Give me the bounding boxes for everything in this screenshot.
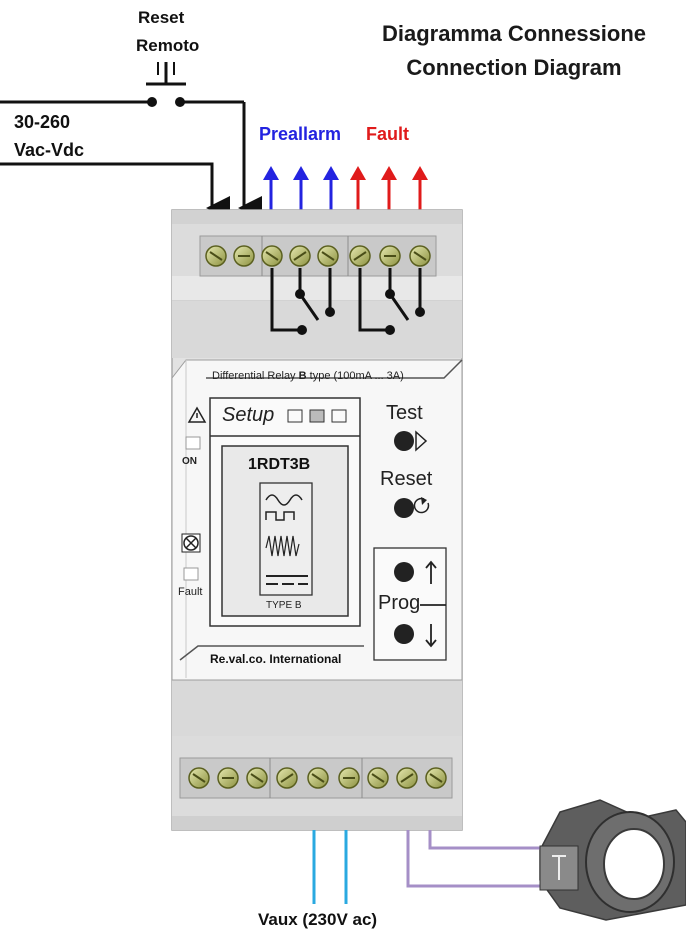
fault-led-label: Fault — [178, 586, 203, 598]
model-label: 1RDT3B — [248, 456, 311, 473]
current-transformer — [539, 799, 686, 921]
prealarm-contact — [270, 268, 332, 332]
prog-label: Prog — [378, 592, 421, 614]
bottom-terminal-block — [179, 757, 453, 799]
reset-button-label: Reset — [380, 468, 433, 490]
supply-wires — [0, 102, 262, 220]
prealarm-arrows — [263, 166, 339, 210]
device-spec: Differential Relay B type (100mA ... 3A) — [212, 370, 404, 382]
fault-arrows — [350, 166, 428, 210]
prealarm-label: Preallarm — [259, 124, 342, 144]
aux-supply-wires — [312, 830, 348, 904]
setup-label: Setup — [222, 404, 275, 426]
aux-supply-label: Vaux (230V ac) — [258, 910, 378, 929]
front-panel — [171, 359, 463, 681]
reset-label-line2: Remoto — [136, 36, 200, 55]
on-label: ON — [182, 456, 197, 467]
fault-label: Fault — [366, 124, 409, 144]
ct-wires — [406, 830, 548, 888]
brand-label: Re.val.co. International — [210, 652, 342, 666]
type-label: TYPE B — [266, 600, 302, 611]
diagram-title-it: Diagramma Connessione — [381, 21, 647, 46]
supply-label-line1: 30-260 — [14, 112, 71, 132]
diagram-title-en: Connection Diagram — [406, 55, 622, 80]
reset-label-line1: Reset — [138, 8, 185, 27]
remote-reset-button — [0, 62, 244, 107]
supply-label-line2: Vac-Vdc — [14, 140, 85, 160]
test-button-label: Test — [386, 402, 423, 424]
top-terminal-block — [199, 235, 437, 277]
